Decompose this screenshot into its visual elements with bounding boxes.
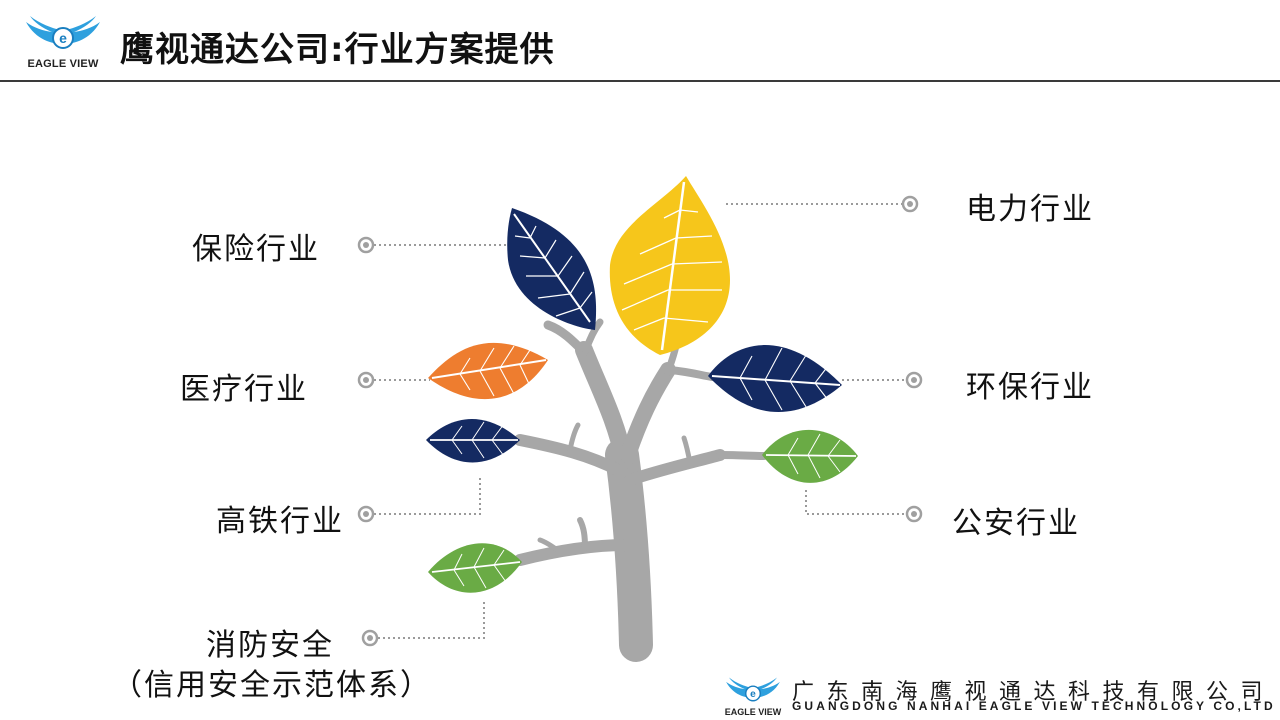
- connector-lines: [374, 203, 906, 639]
- label-environment: 环保行业: [966, 370, 1094, 405]
- eagle-wings-icon: e: [726, 677, 780, 702]
- label-power: 电力行业: [966, 192, 1094, 227]
- label-railway: 高铁行业: [216, 504, 344, 539]
- company-logo: e EAGLE VIEW: [22, 14, 104, 74]
- eagle-wings-icon: e: [26, 16, 100, 49]
- label-insurance: 保险行业: [192, 232, 320, 267]
- page-title: 鹰视通达公司:行业方案提供: [120, 30, 555, 70]
- header: e EAGLE VIEW 鹰视通达公司:行业方案提供: [0, 0, 1280, 82]
- footer-company-name-cn: 广东南海鹰视通达科技有限公司: [792, 680, 1276, 705]
- footer-logo: e EAGLE VIEW: [722, 676, 784, 718]
- leaf-medical: [428, 342, 548, 400]
- svg-text:e: e: [750, 689, 756, 700]
- leaf-railway: [426, 419, 520, 463]
- footer-company-name-en: GUANGDONG NANHAI EAGLE VIEW TECHNOLOGY C…: [792, 699, 1276, 713]
- tree-trunk: [514, 318, 768, 662]
- leaf-environment: [708, 345, 842, 413]
- svg-text:e: e: [59, 30, 67, 46]
- header-divider: [0, 80, 1280, 82]
- label-fire-safety-subtitle: （信用安全示范体系）: [112, 668, 432, 703]
- leaf-power: [609, 176, 730, 355]
- leaf-police: [762, 429, 858, 483]
- label-police: 公安行业: [952, 506, 1080, 541]
- connector-dots: [357, 195, 923, 647]
- label-fire-safety: 消防安全: [206, 628, 334, 663]
- logo-text: EAGLE VIEW: [27, 58, 99, 70]
- leaf-insurance: [507, 208, 597, 330]
- footer-logo-text: EAGLE VIEW: [724, 707, 782, 717]
- label-medical: 医疗行业: [180, 372, 308, 407]
- leaf-fire: [428, 543, 522, 593]
